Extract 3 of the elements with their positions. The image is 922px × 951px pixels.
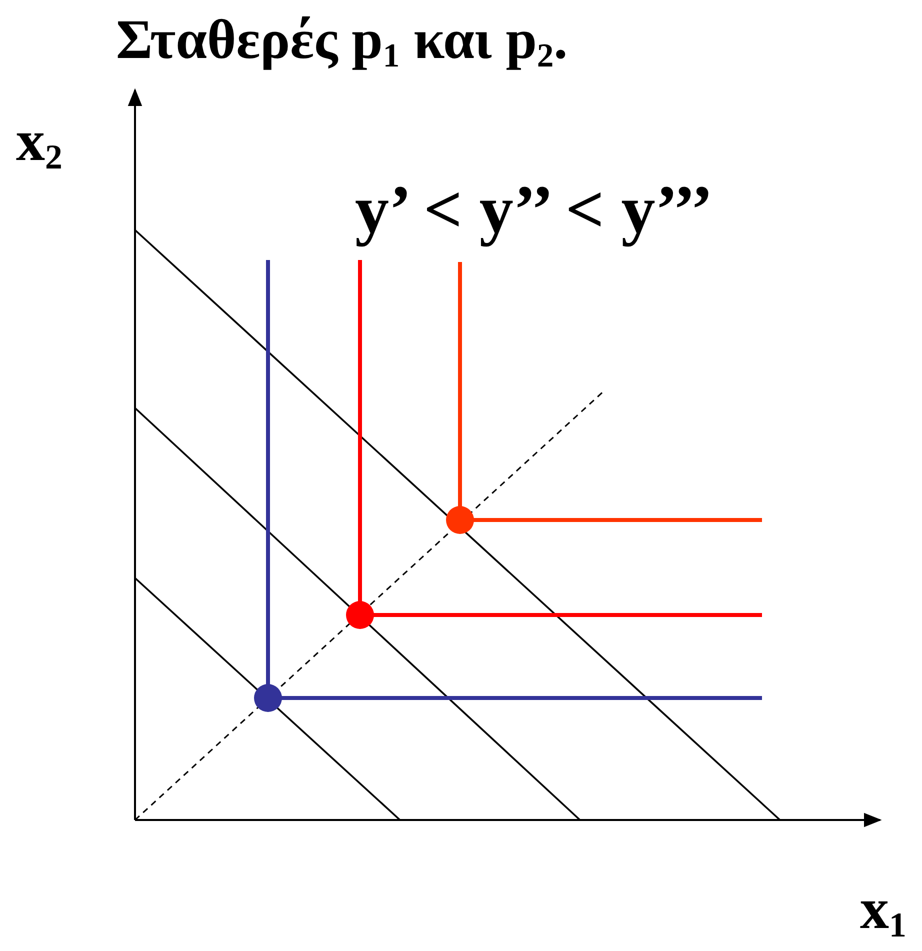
title: Σταθερές p$_{1}$ και p$_{2}$. — [116, 12, 568, 73]
axis-label: x$_{1}$ — [860, 880, 906, 944]
axis-label: x$_{2}$ — [16, 112, 62, 176]
